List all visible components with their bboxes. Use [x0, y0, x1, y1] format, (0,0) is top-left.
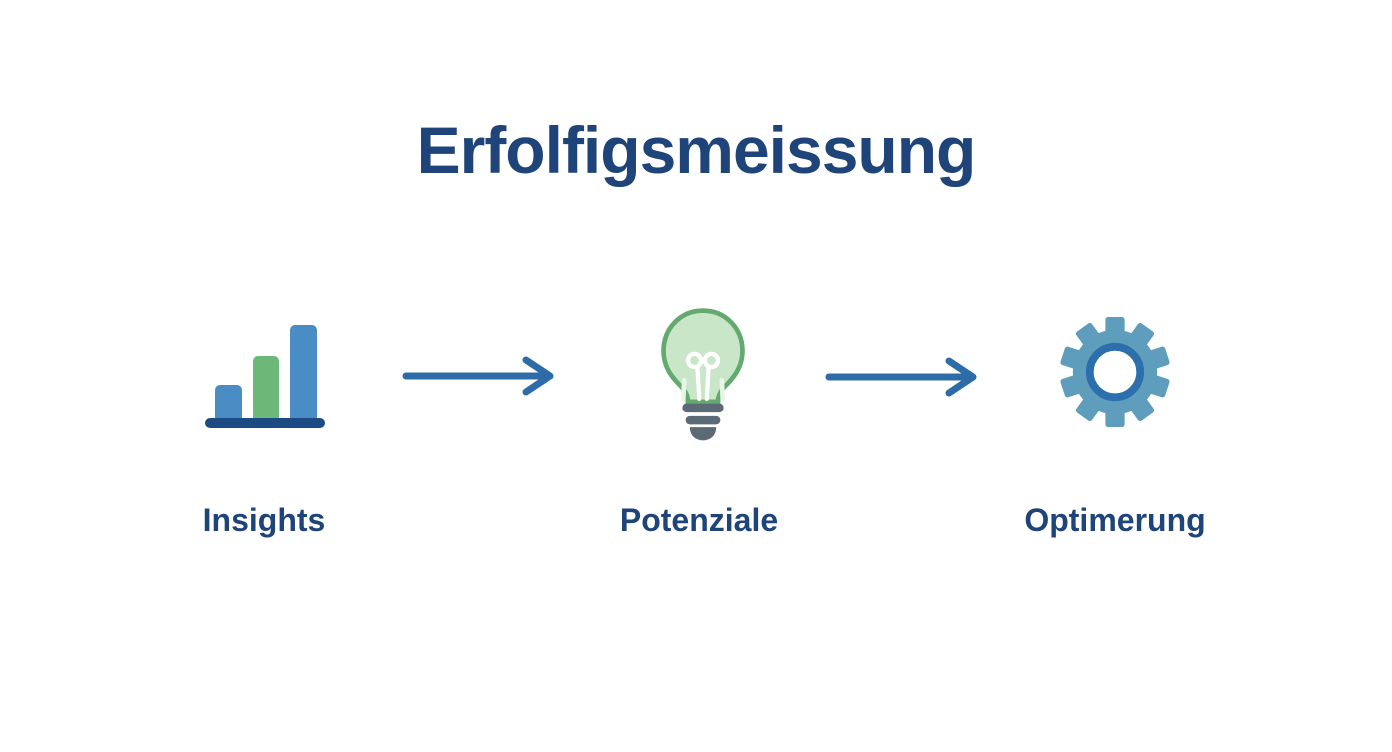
step-label-potenziale: Potenziale	[619, 502, 779, 538]
gear-icon	[1060, 317, 1170, 427]
arrow-right-icon	[400, 354, 570, 398]
bar-chart-icon	[200, 318, 330, 433]
lightbulb-icon	[656, 304, 750, 446]
page-title: Erfolfigsmeissung	[416, 113, 977, 187]
step-label-insights: Insights	[202, 502, 326, 538]
arrow-right-icon	[823, 355, 993, 399]
step-label-optimerung: Optimerung	[1024, 502, 1206, 538]
